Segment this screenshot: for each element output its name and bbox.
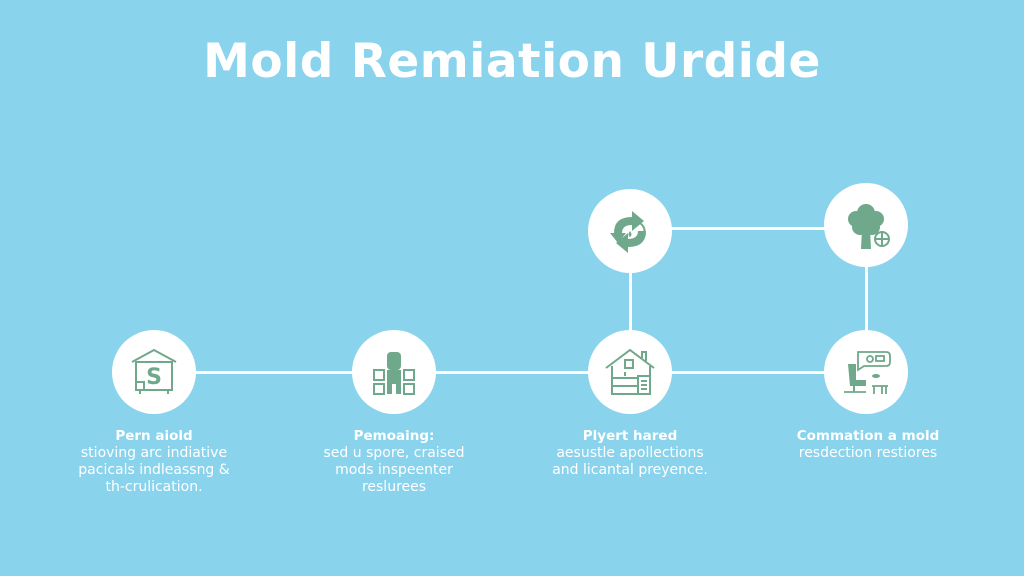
step-2-caption: Pemoaing: sed u spore, craised mods insp… xyxy=(274,428,514,496)
house-dollar-icon: S xyxy=(131,348,177,394)
step-1-line-3: th-crulication. xyxy=(105,479,203,495)
step-1-node: S xyxy=(112,330,196,414)
connector-line-main xyxy=(154,371,866,374)
step-3-line-2: and licantal preyence. xyxy=(552,462,708,478)
step-1-caption: Pern aiold stioving arc indiative pacica… xyxy=(34,428,274,496)
step-4-node xyxy=(824,330,908,414)
step-3-node xyxy=(588,330,672,414)
step-2-line-2: mods inspeenter xyxy=(335,462,453,478)
step-4-line-1: resdection restiores xyxy=(798,445,938,461)
step-2-line-1: sed u spore, craised xyxy=(323,445,465,461)
recycle-arrows-icon xyxy=(610,211,646,253)
step-1-line-1: stioving arc indiative xyxy=(80,445,228,461)
page-title: Mold Remiation Urdide xyxy=(203,34,821,89)
connector-line-vertical-left xyxy=(629,230,632,372)
workstation-chat-icon xyxy=(844,351,891,394)
tree-icon xyxy=(848,204,890,249)
step-1-heading: Pern aiold xyxy=(115,428,193,444)
house-interior-icon xyxy=(605,348,655,395)
step-2-node xyxy=(352,330,436,414)
connector-line-upper xyxy=(630,227,866,230)
step-3-line-1: aesustle apollections xyxy=(556,445,704,461)
svg-text:S: S xyxy=(146,365,162,390)
step-1-line-2: pacicals indleassng & xyxy=(78,462,230,478)
connector-line-vertical-right xyxy=(865,225,868,372)
step-2-heading: Pemoaing: xyxy=(353,428,435,444)
step-4-heading: Commation a mold xyxy=(796,428,940,444)
upper-node-recycle xyxy=(588,189,672,273)
step-3-caption: Plyert hared aesustle apollections and l… xyxy=(510,428,750,479)
person-panels-icon xyxy=(373,352,415,395)
upper-node-tree xyxy=(824,183,908,267)
step-2-line-3: reslurees xyxy=(361,479,427,495)
step-3-heading: Plyert hared xyxy=(582,428,678,444)
step-4-caption: Commation a mold resdection restiores xyxy=(748,428,988,462)
